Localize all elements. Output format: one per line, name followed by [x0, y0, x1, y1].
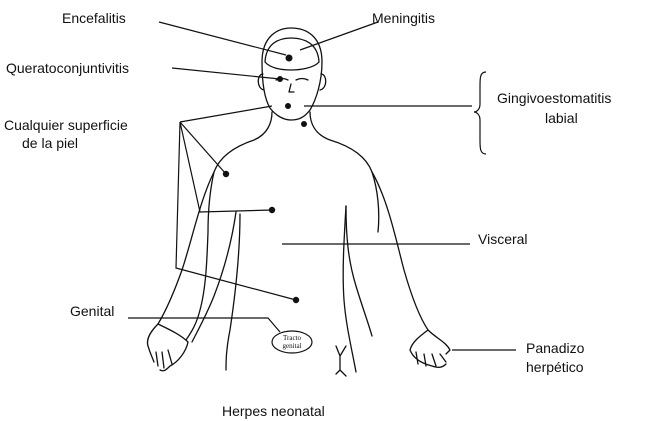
- label-panadizo-2: herpético: [526, 359, 584, 375]
- dot-brain: [286, 55, 293, 62]
- left-leg-line: [226, 214, 240, 370]
- right-eye: [296, 79, 308, 81]
- label-panadizo-1: Panadizo: [526, 340, 585, 356]
- body-outline: [147, 28, 450, 376]
- label-piel-1: Cualquier superficie: [4, 117, 128, 133]
- label-genital: Genital: [70, 303, 114, 319]
- label-gingivo-2: labial: [545, 110, 578, 126]
- labels: Encefalitis Meningitis Queratoconjuntivi…: [4, 10, 611, 419]
- label-meningitis: Meningitis: [372, 10, 435, 26]
- torso-right-outline: [310, 112, 379, 232]
- tracto-label-2: genital: [282, 342, 301, 350]
- right-arm-outer: [372, 172, 428, 330]
- label-visceral: Visceral: [478, 231, 528, 247]
- left-arm-outer: [158, 172, 214, 324]
- leader-skin-shoulder: [180, 122, 226, 174]
- nose: [289, 84, 294, 92]
- caption: Herpes neonatal: [222, 403, 325, 419]
- leader-skin-mouth: [180, 106, 272, 122]
- bracket: [474, 72, 486, 154]
- leader-genital: [128, 318, 280, 332]
- label-piel-2: de la piel: [22, 135, 78, 151]
- right-arm-inner: [346, 206, 372, 336]
- label-encefalitis: Encefalitis: [62, 10, 126, 26]
- right-hand: [410, 330, 450, 367]
- label-gingivo-1: Gingivoestomatitis: [497, 90, 611, 106]
- left-hand: [147, 324, 188, 371]
- leader-skin-chest: [180, 122, 272, 212]
- leader-queratoconjuntivitis: [172, 68, 280, 79]
- dot-mouth: [285, 103, 291, 109]
- label-queratoconjuntivitis: Queratoconjuntivitis: [6, 60, 129, 76]
- leader-meningitis: [300, 22, 378, 50]
- dot-lip: [301, 121, 307, 127]
- genital-mark: [336, 346, 346, 376]
- torso-left-outline: [186, 112, 272, 340]
- leader-encefalitis: [159, 22, 286, 55]
- tracto-label-1: Tracto: [283, 334, 302, 342]
- brain-outline: [265, 38, 319, 70]
- left-arm-inner: [192, 212, 236, 342]
